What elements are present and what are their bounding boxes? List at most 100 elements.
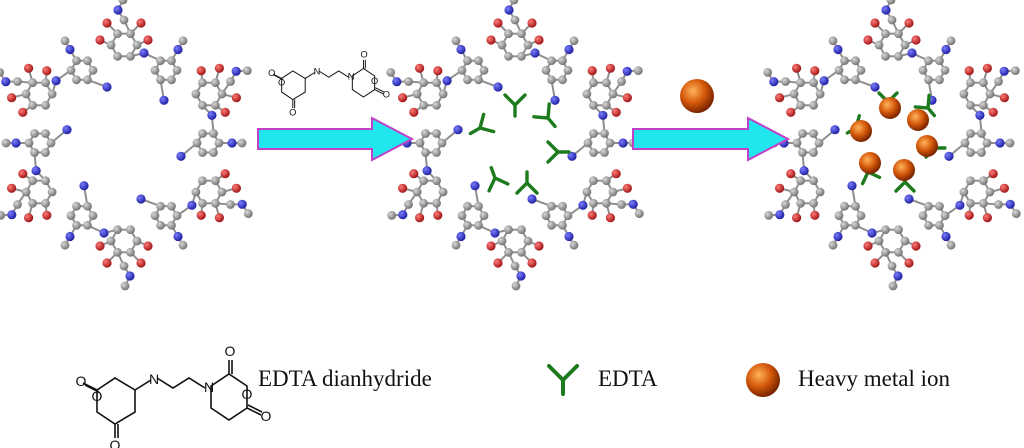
- nitrogen-atom: [456, 232, 465, 241]
- nitrogen-atom: [1006, 200, 1015, 209]
- oxygen-label: O: [76, 373, 87, 389]
- carbon-atom: [887, 0, 896, 4]
- carbon-atom: [173, 66, 182, 75]
- oxygen-atom: [143, 241, 152, 250]
- oxygen-atom: [1000, 184, 1009, 193]
- carbon-atom: [48, 188, 57, 197]
- oxygen-atom: [870, 18, 879, 27]
- carbon-atom: [583, 90, 592, 99]
- carbon-atom: [198, 199, 207, 208]
- carbon-atom: [404, 200, 413, 209]
- oxygen-atom: [102, 258, 111, 267]
- carbon-atom: [994, 77, 1003, 86]
- carbon-atom: [983, 139, 992, 148]
- carbon-atom: [851, 75, 860, 84]
- oxygen-atom: [989, 108, 998, 117]
- heavy-metal-ion: [879, 97, 901, 119]
- carbon-atom: [211, 199, 220, 208]
- nitrogen-atom: [769, 77, 778, 86]
- carbon-atom: [589, 199, 598, 208]
- carbon-atom: [404, 77, 413, 86]
- carbon-atom: [589, 78, 598, 87]
- carbon-atom: [474, 56, 483, 65]
- nitrogen-atom: [11, 138, 20, 147]
- carbon-atom: [156, 202, 165, 211]
- carbon-atom: [512, 282, 521, 291]
- carbon-atom: [1006, 139, 1015, 148]
- carbon-atom: [966, 129, 975, 138]
- carbon-atom: [209, 129, 218, 138]
- carbon-atom: [167, 221, 176, 230]
- carbon-atom: [815, 139, 824, 148]
- carbon-atom: [421, 129, 430, 138]
- carbon-atom: [840, 56, 849, 65]
- oxygen-atom: [409, 108, 418, 117]
- carbon-atom: [600, 129, 609, 138]
- nitrogen-atom: [955, 201, 964, 210]
- carbon-atom: [439, 90, 448, 99]
- carbon-atom: [966, 101, 975, 110]
- carbon-atom: [894, 248, 903, 257]
- carbon-atom: [432, 101, 441, 110]
- oxygen-atom: [904, 18, 913, 27]
- carbon-atom: [947, 241, 956, 250]
- oxygen-label: O: [383, 90, 390, 100]
- carbon-atom: [41, 199, 50, 208]
- carbon-atom: [816, 188, 825, 197]
- nitrogen-label: N: [348, 72, 355, 82]
- legend-label-edta-dianhydride: EDTA dianhydride: [258, 366, 432, 391]
- oxygen-atom: [415, 213, 424, 222]
- carbon-atom: [2, 139, 11, 148]
- nitrogen-atom: [136, 194, 145, 203]
- heavy-metal-ions-stage-3: [850, 97, 938, 181]
- carbon-atom: [113, 248, 122, 257]
- nitrogen-atom: [173, 45, 182, 54]
- carbon-atom: [126, 248, 135, 257]
- carbon-atom: [126, 225, 135, 234]
- carbon-atom: [120, 262, 129, 271]
- oxygen-atom: [911, 35, 920, 44]
- oxygen-atom: [606, 64, 615, 73]
- reaction-arrow-1: [258, 118, 412, 160]
- atoms: [386, 0, 643, 290]
- carbon-atom: [966, 148, 975, 157]
- carbon-atom: [452, 241, 461, 250]
- carbon-atom: [517, 225, 526, 234]
- carbon-atom: [13, 200, 22, 209]
- carbon-atom: [463, 56, 472, 65]
- carbon-atom: [30, 148, 39, 157]
- carbon-atom: [790, 188, 799, 197]
- oxygen-atom: [786, 108, 795, 117]
- carbon-atom: [504, 52, 513, 61]
- nitrogen-atom: [516, 271, 525, 280]
- carbon-atom: [113, 29, 122, 38]
- carbon-atom: [617, 200, 626, 209]
- oxygen-atom: [215, 64, 224, 73]
- edta-icon: [517, 172, 537, 193]
- nitrogen-atom: [618, 138, 627, 147]
- carbon-atom: [13, 77, 22, 86]
- nitrogen-atom: [820, 76, 829, 85]
- oxygen-label: O: [268, 68, 275, 78]
- carbon-atom: [986, 90, 995, 99]
- oxygen-atom: [215, 213, 224, 222]
- carbon-atom: [416, 139, 425, 148]
- carbon-atom: [432, 78, 441, 87]
- oxygen-atom: [232, 184, 241, 193]
- nitrogen-atom: [867, 228, 876, 237]
- carbon-atom: [589, 101, 598, 110]
- nitrogen-atom: [775, 210, 784, 219]
- carbon-atom: [474, 202, 483, 211]
- nitrogen-atom: [847, 181, 856, 190]
- carbon-atom: [781, 77, 790, 86]
- carbon-atom: [83, 56, 92, 65]
- nitrogen-atom: [941, 45, 950, 54]
- oxygen-atom: [792, 213, 801, 222]
- nitrogen-atom: [227, 138, 236, 147]
- carbon-atom: [452, 36, 461, 45]
- carbon-atom: [602, 78, 611, 87]
- carbon-atom: [763, 68, 772, 77]
- nitrogen-atom: [530, 48, 539, 57]
- carbon-atom: [935, 75, 944, 84]
